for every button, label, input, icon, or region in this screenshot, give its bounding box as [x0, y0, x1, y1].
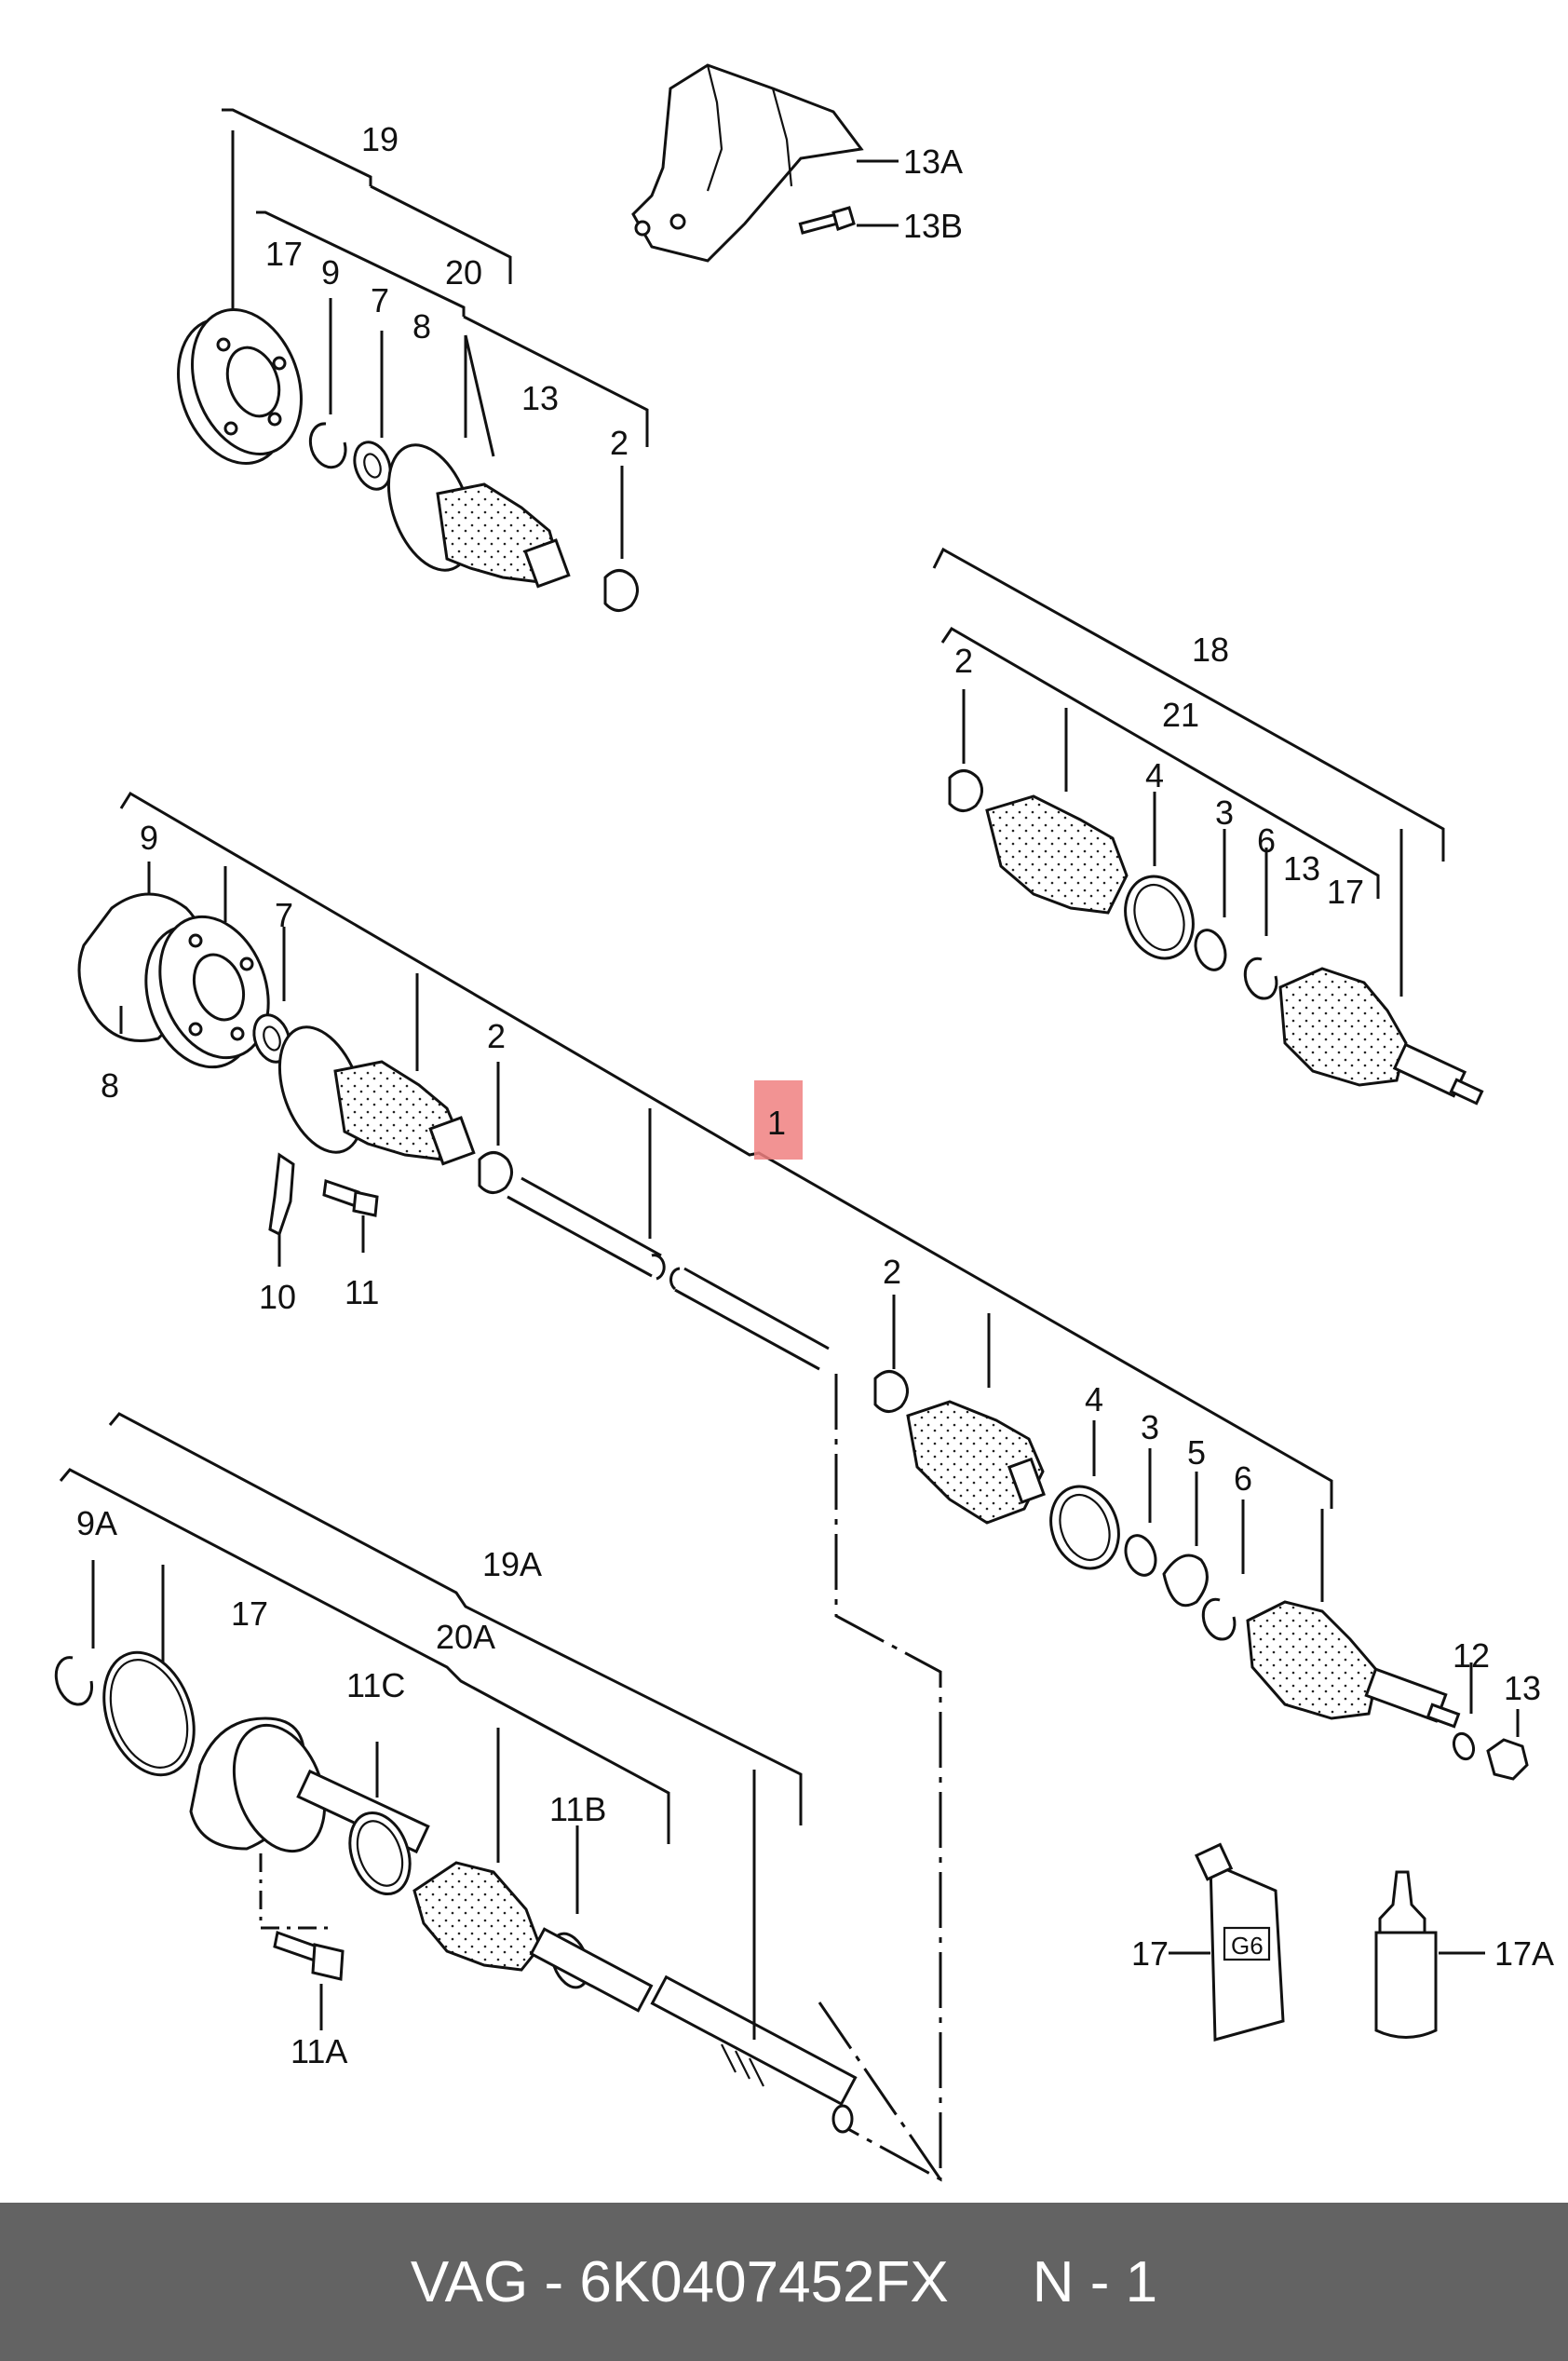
- callout-13b: 13B: [903, 207, 963, 245]
- callout-3-right: 3: [1215, 794, 1234, 832]
- callout-6-lower: 6: [1234, 1459, 1252, 1498]
- callout-7-mid: 7: [275, 896, 293, 934]
- assembly-19-upper: [177, 108, 649, 612]
- callout-13-right: 13: [1283, 849, 1320, 888]
- callout-19a: 19A: [482, 1545, 542, 1583]
- callout-9a: 9A: [76, 1504, 117, 1542]
- callout-2: 2: [610, 424, 629, 462]
- callout-11a: 11A: [291, 2032, 347, 2070]
- callout-2-right: 2: [954, 642, 973, 680]
- part-number: 6K0407452FX: [579, 2249, 949, 2314]
- callout-8-mid: 8: [101, 1066, 119, 1105]
- callout-8: 8: [412, 307, 431, 346]
- exploded-parts-diagram: G6 19 20 17 9 7 8 13 2 13A 13B 18 21 2 4…: [54, 63, 1554, 2182]
- callout-11c: 11C: [346, 1666, 405, 1704]
- main-assembly-1: [77, 791, 1529, 2182]
- callout-13-lower: 13: [1504, 1669, 1541, 1707]
- callout-7: 7: [371, 281, 389, 319]
- brand-label: VAG: [410, 2249, 529, 2314]
- callout-4-lower: 4: [1085, 1380, 1103, 1418]
- callout-21: 21: [1162, 696, 1199, 734]
- dash-label: -: [544, 2249, 564, 2314]
- callout-13: 13: [521, 379, 559, 417]
- brand-separator: [528, 2249, 544, 2315]
- callout-19: 19: [361, 120, 399, 158]
- callout-17-tube: 17: [1131, 1934, 1169, 1973]
- callout-17-right: 17: [1327, 873, 1364, 911]
- callout-20: 20: [445, 253, 482, 292]
- callout-4-right: 4: [1145, 756, 1164, 794]
- callout-3-lower: 3: [1141, 1408, 1159, 1446]
- assembly-18: [932, 547, 1484, 1106]
- fluid-bottle-17a: [1374, 1870, 1485, 2039]
- callout-5-lower: 5: [1187, 1433, 1206, 1472]
- callout-6-right: 6: [1257, 821, 1276, 860]
- callout-17-lower: 17: [231, 1594, 268, 1633]
- position-label: N - 1: [1032, 2249, 1158, 2314]
- grease-tube-17: G6: [1169, 1842, 1285, 2042]
- callout-18: 18: [1192, 631, 1229, 669]
- callout-labels: 19 20 17 9 7 8 13 2 13A 13B 18 21 2 4 3 …: [76, 120, 1554, 2070]
- callout-17a: 17A: [1494, 1934, 1554, 1973]
- callout-11b: 11B: [549, 1790, 606, 1828]
- highlight-box: [754, 1080, 803, 1160]
- callout-20a: 20A: [436, 1618, 495, 1656]
- tube-text: G6: [1231, 1932, 1264, 1960]
- callout-10: 10: [259, 1278, 296, 1316]
- callout-17: 17: [265, 235, 303, 273]
- callout-2-mid: 2: [487, 1017, 506, 1055]
- assembly-19a: [54, 1412, 858, 2134]
- callout-11: 11: [345, 1273, 379, 1311]
- dash-space: [563, 2249, 579, 2315]
- callout-12: 12: [1453, 1636, 1490, 1675]
- part-footer-bar: VAG - 6K0407452FX N - 1: [0, 2203, 1568, 2361]
- callout-2-lower: 2: [883, 1253, 901, 1291]
- callout-13a: 13A: [903, 142, 963, 181]
- bracket-13a: [631, 63, 899, 263]
- callout-9-mid: 9: [140, 819, 158, 857]
- callout-9: 9: [321, 253, 340, 292]
- callout-1: 1: [767, 1104, 786, 1142]
